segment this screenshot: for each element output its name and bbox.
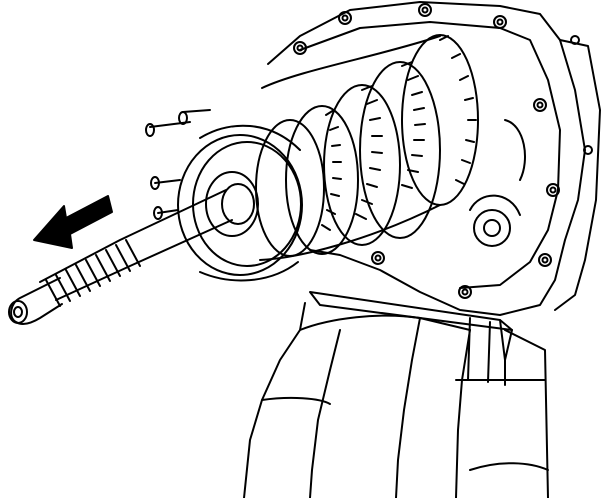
bearing-race-icon [177,124,303,282]
input-shaft-icon [8,189,233,326]
transmission-case-icon [145,1,601,316]
gear-cluster-icon [255,34,479,261]
removal-direction-arrow-icon [33,195,113,249]
vise-body-icon [243,302,549,498]
shaft-splines-icon [45,239,141,307]
vise-jaws-icon [309,291,513,386]
